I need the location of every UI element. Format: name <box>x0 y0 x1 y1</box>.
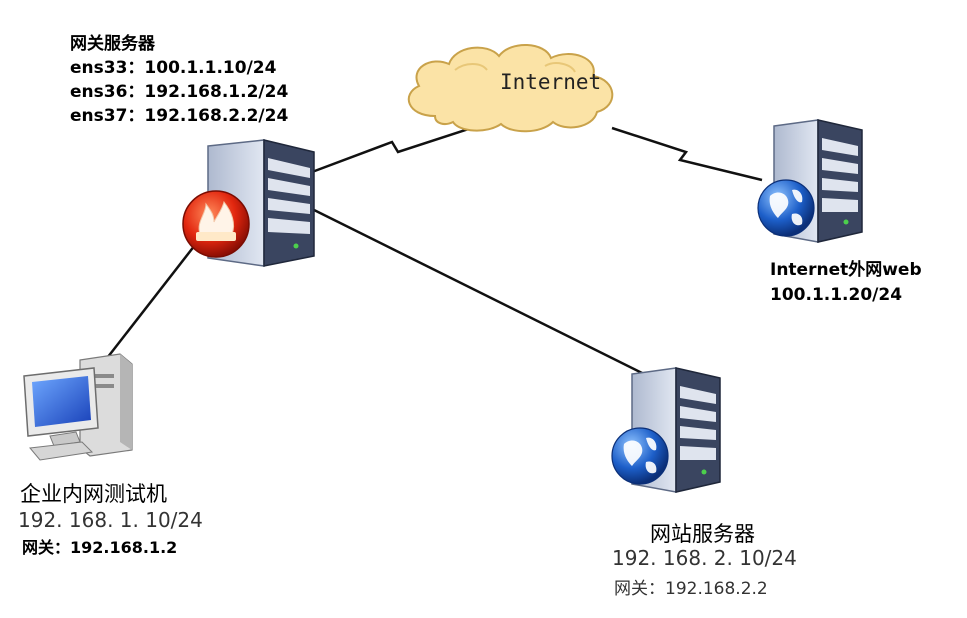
gateway-server-title: 网关服务器 <box>70 34 155 54</box>
internet-cloud-icon <box>407 43 614 133</box>
gateway-interface-ens33: ens33：100.1.1.10/24 <box>70 58 277 78</box>
test-pc-title: 企业内网测试机 <box>20 482 167 506</box>
external-web-server-icon <box>757 119 863 243</box>
link-gateway-internet <box>311 120 491 174</box>
web-server-gateway: 网关：192.168.2.2 <box>614 579 768 599</box>
external-web-title: Internet外网web <box>770 260 922 280</box>
test-pc-ip: 192. 168. 1. 10/24 <box>18 508 203 532</box>
web-server-ip: 192. 168. 2. 10/24 <box>612 546 797 570</box>
gateway-interface-ens37: ens37：192.168.2.2/24 <box>70 106 289 126</box>
firewall-icon <box>182 190 250 258</box>
link-gateway-testpc <box>103 244 196 363</box>
link-gateway-webserver <box>305 204 649 378</box>
test-pc-icon <box>23 353 133 461</box>
internet-label: Internet <box>500 70 602 94</box>
web-server-title: 网站服务器 <box>650 522 755 546</box>
gateway-interface-ens36: ens36：192.168.1.2/24 <box>70 82 289 102</box>
link-internet-external-web <box>611 126 763 182</box>
test-pc-gateway: 网关：192.168.1.2 <box>22 538 178 557</box>
external-web-ip: 100.1.1.20/24 <box>770 285 903 305</box>
web-server-icon <box>611 367 721 493</box>
